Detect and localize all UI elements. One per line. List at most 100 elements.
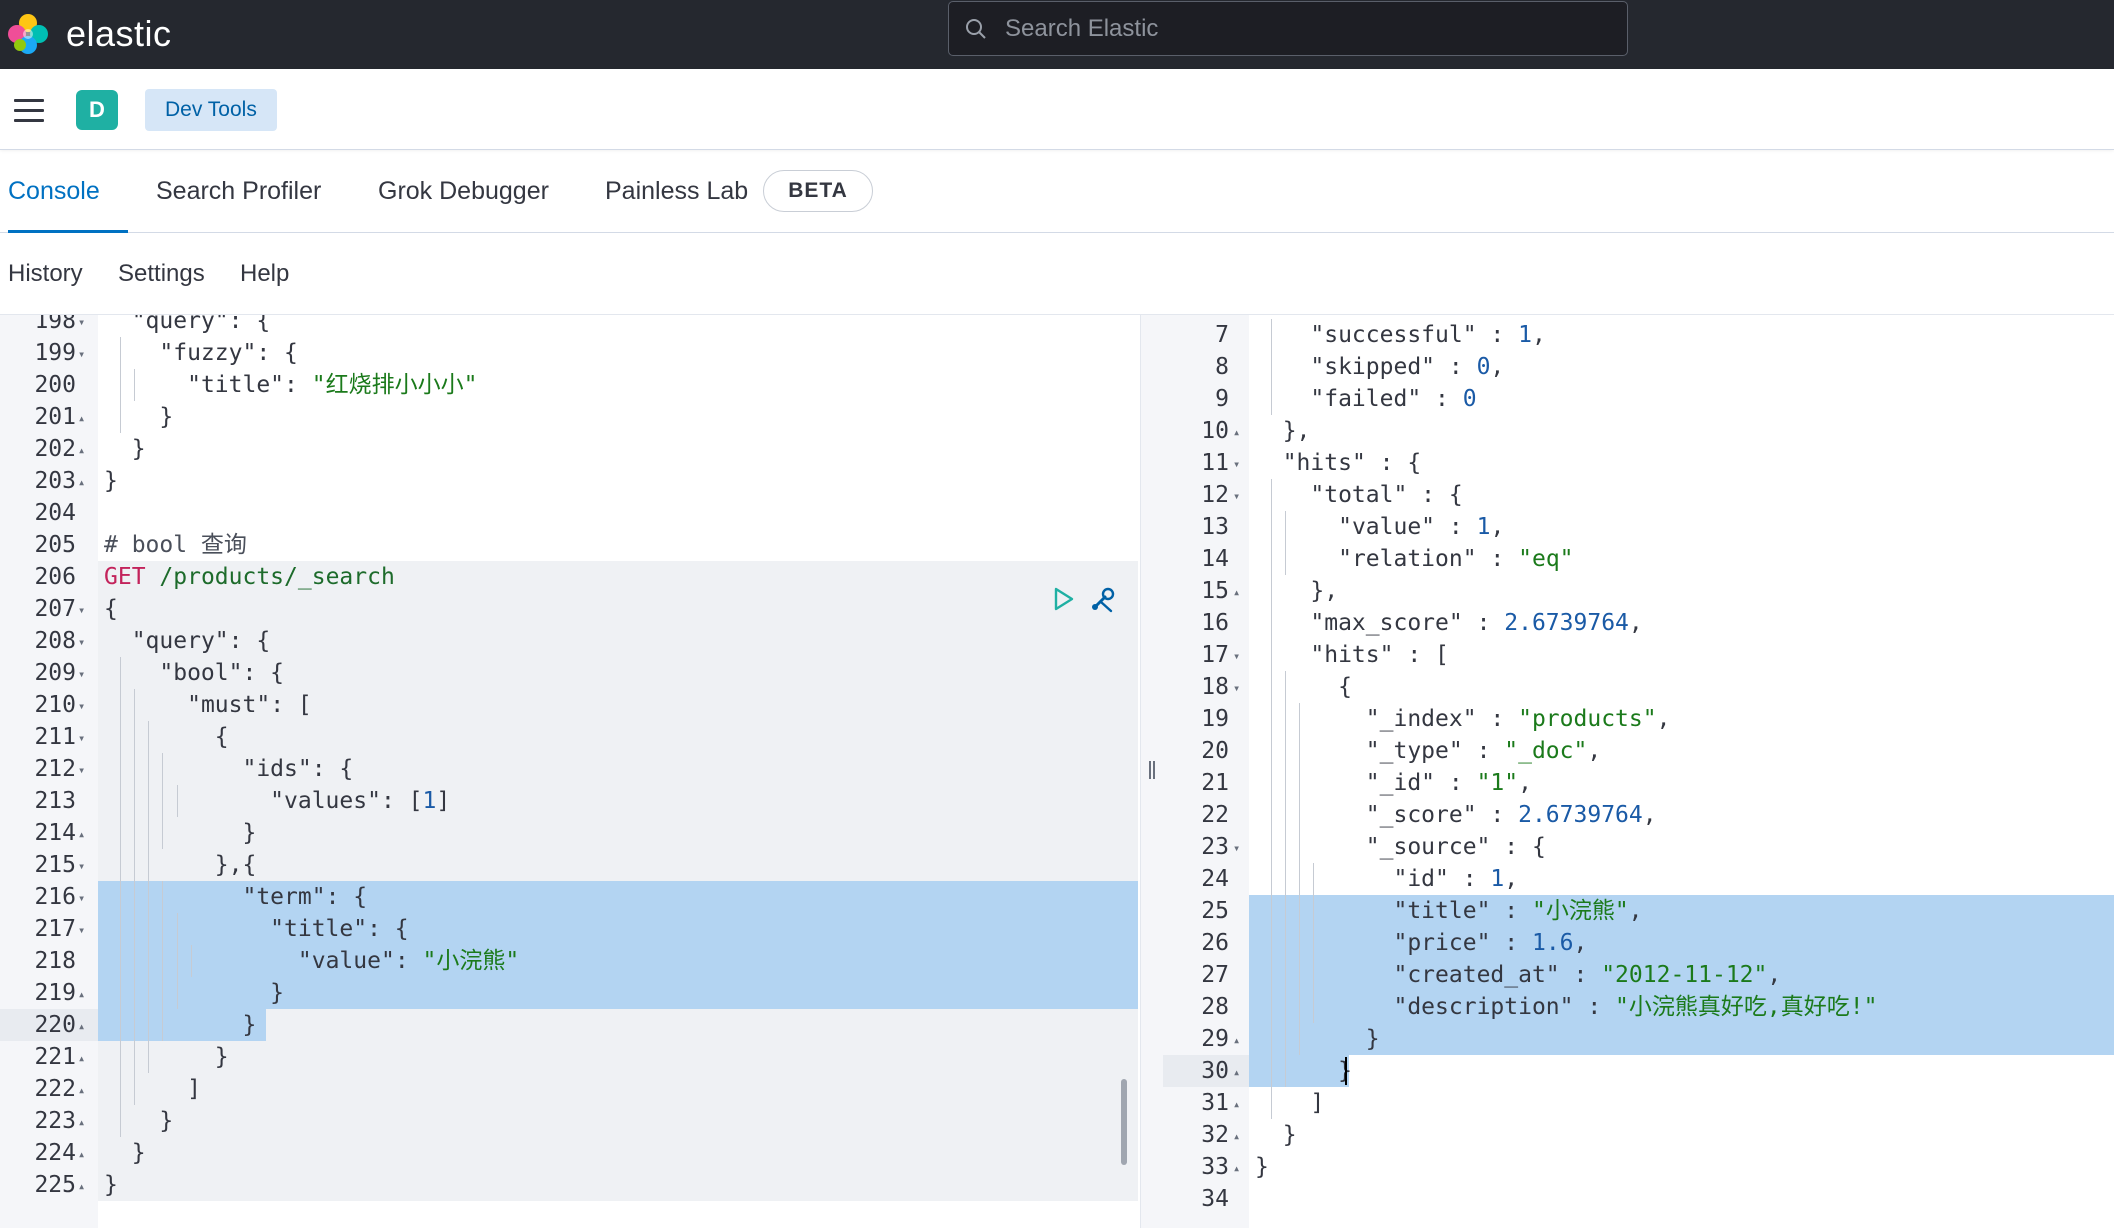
line-number: 223 <box>34 1108 76 1134</box>
fold-open-icon[interactable]: ▾ <box>78 923 86 937</box>
line-number: 222 <box>34 1076 76 1102</box>
space-avatar[interactable]: D <box>76 90 118 130</box>
code-line: "description" : "小浣熊真好吃,真好吃!" <box>1393 994 1878 1020</box>
fold-closed-icon[interactable]: ▴ <box>1233 1033 1241 1047</box>
fold-closed-icon[interactable]: ▴ <box>1233 1097 1241 1111</box>
code-line: { <box>104 724 229 750</box>
tab-painless-lab[interactable]: Painless Lab <box>605 176 749 205</box>
fold-open-icon[interactable]: ▾ <box>78 731 86 745</box>
code-line: "created_at" : "2012-11-12", <box>1393 962 1782 988</box>
indent-guide <box>148 849 150 881</box>
fold-open-icon[interactable]: ▾ <box>78 667 86 681</box>
play-icon[interactable] <box>1053 587 1075 611</box>
code-line: } <box>104 468 118 494</box>
fold-closed-icon[interactable]: ▴ <box>78 443 86 457</box>
code-line: }, <box>1255 578 1339 604</box>
console-editors: "query": { "fuzzy": { "title": "红烧排小小小" … <box>0 314 2114 1228</box>
fold-open-icon[interactable]: ▾ <box>78 763 86 777</box>
code-line: ] <box>1255 1090 1325 1116</box>
request-editor[interactable]: "query": { "fuzzy": { "title": "红烧排小小小" … <box>0 315 1140 1228</box>
pane-resizer[interactable] <box>1140 315 1165 1228</box>
code-line: } <box>104 980 285 1006</box>
code-line: } <box>104 1044 229 1070</box>
tab-grok-debugger[interactable]: Grok Debugger <box>378 176 549 205</box>
help-link[interactable]: Help <box>240 260 290 287</box>
resize-handle-icon[interactable] <box>1149 761 1155 779</box>
fold-open-icon[interactable]: ▾ <box>1233 681 1241 695</box>
code-line: },{ <box>104 852 257 878</box>
fold-open-icon[interactable]: ▾ <box>78 699 86 713</box>
history-link[interactable]: History <box>8 260 83 287</box>
wrench-icon[interactable] <box>1089 587 1117 613</box>
code-line: "_score" : 2.6739764, <box>1365 802 1657 828</box>
code-line: { <box>104 596 118 622</box>
indent-guide <box>134 881 136 913</box>
fold-closed-icon[interactable]: ▴ <box>1233 585 1241 599</box>
indent-guide <box>148 1041 150 1073</box>
hamburger-icon[interactable] <box>14 99 44 122</box>
fold-closed-icon[interactable]: ▴ <box>1233 425 1241 439</box>
indent-guide <box>1271 927 1273 959</box>
indent-guide <box>1271 959 1273 991</box>
fold-closed-icon[interactable]: ▴ <box>1233 1161 1241 1175</box>
line-number: 13 <box>1201 514 1229 540</box>
text-selection <box>1249 895 2114 1055</box>
line-number: 215 <box>34 852 76 878</box>
line-number: 224 <box>34 1140 76 1166</box>
settings-link[interactable]: Settings <box>118 260 205 287</box>
fold-closed-icon[interactable]: ▴ <box>78 987 86 1001</box>
tab-search-profiler[interactable]: Search Profiler <box>156 176 322 205</box>
fold-open-icon[interactable]: ▾ <box>78 347 86 361</box>
indent-guide <box>1285 1023 1287 1055</box>
fold-closed-icon[interactable]: ▴ <box>78 827 86 841</box>
indent-guide <box>120 657 122 689</box>
code-line: "id" : 1, <box>1393 866 1519 892</box>
line-number: 16 <box>1201 610 1229 636</box>
fold-closed-icon[interactable]: ▴ <box>78 411 86 425</box>
indent-guide <box>120 913 122 945</box>
code-line: } <box>104 1172 118 1198</box>
fold-closed-icon[interactable]: ▴ <box>78 475 86 489</box>
line-number: 23 <box>1201 834 1229 860</box>
line-number: 218 <box>34 948 76 974</box>
fold-open-icon[interactable]: ▾ <box>78 603 86 617</box>
fold-closed-icon[interactable]: ▴ <box>78 1179 86 1193</box>
fold-open-icon[interactable]: ▾ <box>1233 489 1241 503</box>
fold-open-icon[interactable]: ▾ <box>78 635 86 649</box>
global-search[interactable] <box>948 1 1628 56</box>
request-scrollbar[interactable] <box>1121 1079 1127 1165</box>
fold-closed-icon[interactable]: ▴ <box>78 1019 86 1033</box>
line-number: 216 <box>34 884 76 910</box>
breadcrumb-dev-tools[interactable]: Dev Tools <box>145 89 277 131</box>
code-line: } <box>104 1012 257 1038</box>
fold-open-icon[interactable]: ▾ <box>1233 841 1241 855</box>
code-line: "total" : { <box>1310 482 1463 508</box>
line-number: 211 <box>34 724 76 750</box>
fold-closed-icon[interactable]: ▴ <box>78 1051 86 1065</box>
fold-closed-icon[interactable]: ▴ <box>78 1147 86 1161</box>
indent-guide <box>120 1073 122 1105</box>
indent-guide <box>148 1009 150 1041</box>
line-number: 29 <box>1201 1026 1229 1052</box>
fold-open-icon[interactable]: ▾ <box>78 891 86 905</box>
fold-open-icon[interactable]: ▾ <box>78 859 86 873</box>
code-line: } <box>1255 1058 1352 1084</box>
fold-closed-icon[interactable]: ▴ <box>78 1115 86 1129</box>
line-number: 212 <box>34 756 76 782</box>
search-input[interactable] <box>1003 13 1607 44</box>
fold-closed-icon[interactable]: ▴ <box>78 1083 86 1097</box>
fold-closed-icon[interactable]: ▴ <box>1233 1065 1241 1079</box>
fold-open-icon[interactable]: ▾ <box>78 315 86 329</box>
indent-guide <box>162 1009 164 1041</box>
elastic-logo[interactable]: elastic <box>6 6 172 62</box>
fold-open-icon[interactable]: ▾ <box>1233 649 1241 663</box>
indent-guide <box>120 977 122 1009</box>
fold-open-icon[interactable]: ▾ <box>1233 457 1241 471</box>
tab-console[interactable]: Console <box>8 150 128 233</box>
indent-guide <box>1285 863 1287 895</box>
indent-guide <box>120 945 122 977</box>
line-number: 221 <box>34 1044 76 1070</box>
fold-closed-icon[interactable]: ▴ <box>1233 1129 1241 1143</box>
response-editor[interactable]: "successful" : 1, "skipped" : 0, "failed… <box>1163 315 2114 1228</box>
app-header: D Dev Tools <box>0 69 2114 150</box>
